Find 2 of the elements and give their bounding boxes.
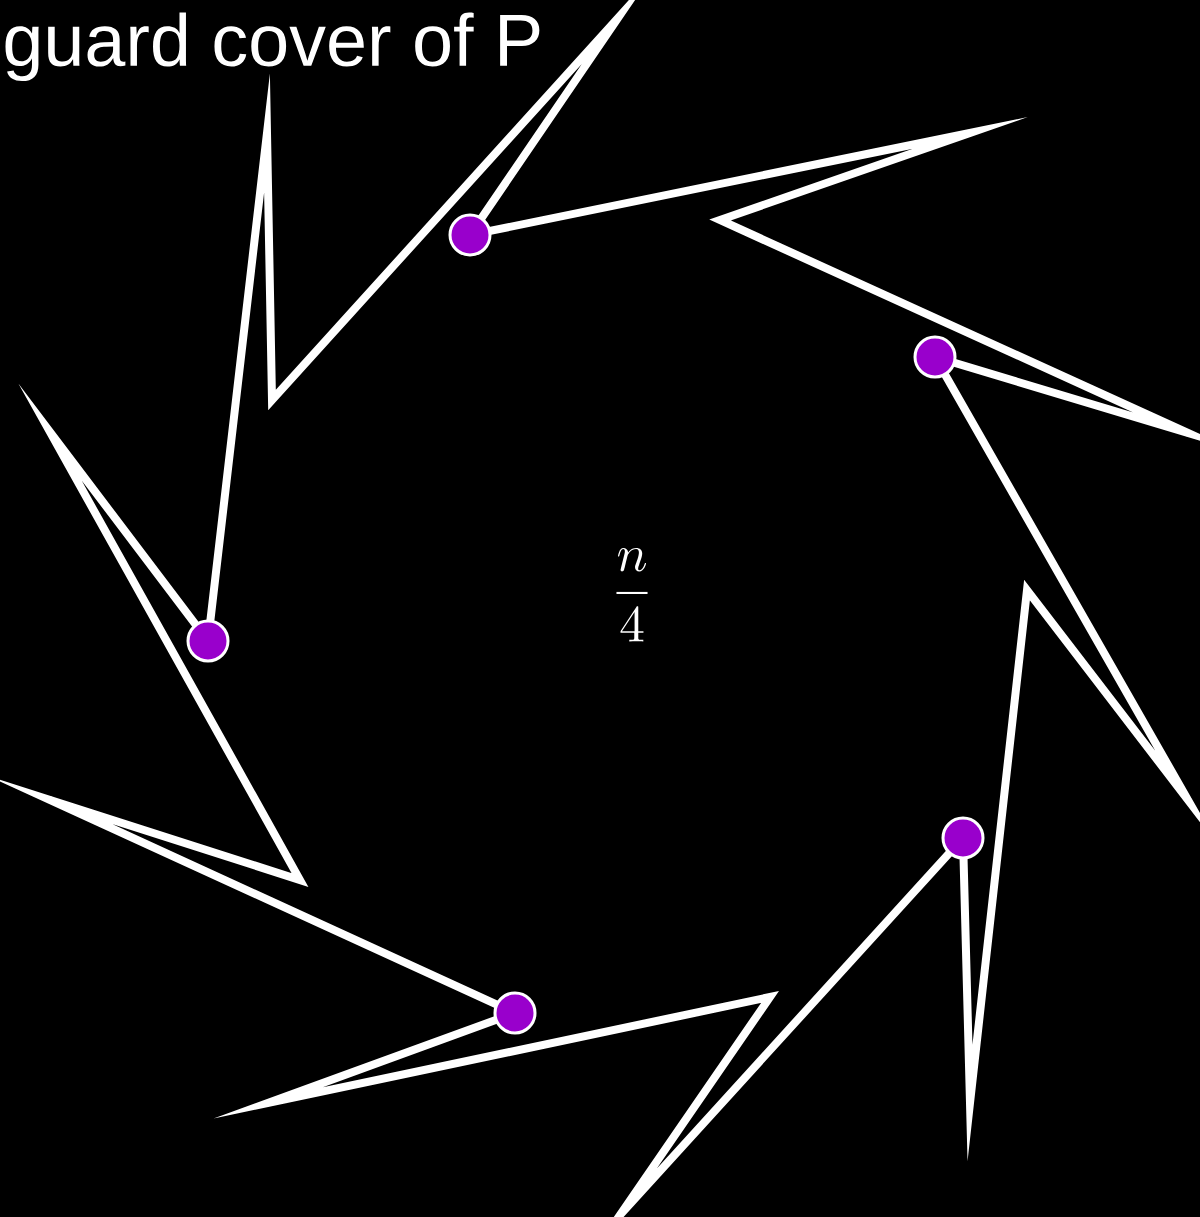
formula: $\frac{n}{4}$: [616, 547, 648, 642]
title-text: guard cover of P: [5, 12, 540, 82]
